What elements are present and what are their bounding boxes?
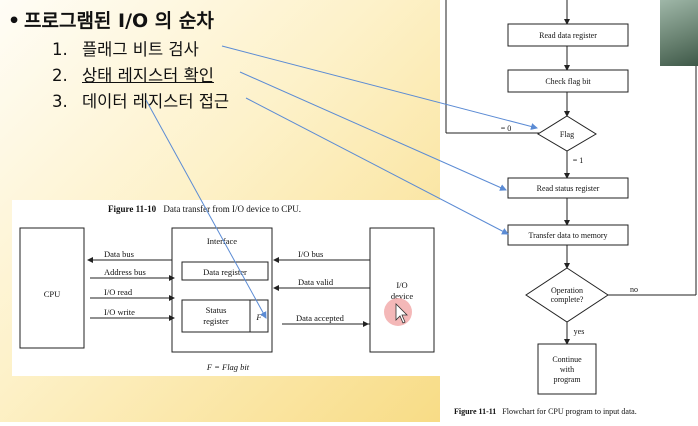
signal-address-bus: Address bus [104,267,146,277]
flowchart-svg: Read data register Check flag bit Flag =… [445,0,697,416]
list-item-number: 3. [52,92,68,111]
flag-label: Flag [560,130,574,139]
check-flag-label: Check flag bit [545,77,591,86]
yes-label: yes [574,327,585,336]
list-item-text: 데이터 레지스터 접근 [82,92,230,111]
list-item-number: 1. [52,40,68,59]
fig10-caption: Figure 11-10 Data transfer from I/O devi… [108,204,301,214]
fig10-caption-text: Data transfer from I/O device to CPU. [163,204,301,214]
continue-box [537,343,597,395]
io-device-box [369,227,435,353]
signal-data-valid: Data valid [298,277,334,287]
presenter-video-thumbnail [660,0,698,66]
flag-decision [537,115,597,152]
signal-data-accepted: Data accepted [296,313,345,323]
interface-title: Interface [207,236,237,246]
mouse-cursor-icon [395,303,408,324]
list-item-text: 플래그 비트 검사 [82,40,199,59]
list-item-number: 2. [52,66,68,85]
io-device-line2: device [391,291,413,301]
op-line1: Operation [551,286,583,295]
signal-io-bus: I/O bus [298,249,323,259]
fig11-caption: Figure 11-11 Flowchart for CPU program t… [454,407,637,416]
fig11-caption-text: Flowchart for CPU program to input data. [502,407,636,416]
list-item: 2. 상태 레지스터 확인 [52,62,214,86]
io-device-line1: I/O [396,280,407,290]
op-line2: complete? [551,295,584,304]
fig10-caption-label: Figure 11-10 [108,204,157,214]
bullet-dot: • [8,10,21,32]
no-label: no [630,285,638,294]
read-data-register-box [507,23,629,47]
slide-text-area: •프로그램된 I/O 의 순차 1. 플래그 비트 검사 2. 상태 레지스터 확인… [0,0,440,200]
operation-decision [525,267,609,323]
block-diagram-figure: Figure 11-10 Data transfer from I/O devi… [12,200,440,376]
slide-title-text: 프로그램된 I/O 의 순차 [24,10,214,32]
signal-io-read: I/O read [104,287,133,297]
status-register-line1: Status [206,305,227,315]
cont-line1: Continue [552,355,582,364]
cont-line3: program [553,375,581,384]
read-data-label: Read data register [539,31,597,40]
list-item-text: 상태 레지스터 확인 [82,66,214,85]
fig11-caption-label: Figure 11-11 [454,407,496,416]
slide-title: •프로그램된 I/O 의 순차 [8,6,214,33]
cont-line2: with [560,365,574,374]
cpu-label: CPU [44,289,61,299]
list-item: 3. 데이터 레지스터 접근 [52,88,229,112]
interface-box [171,227,273,353]
cpu-box [19,227,85,349]
list-item: 1. 플래그 비트 검사 [52,36,199,60]
block-diagram-svg: Figure 11-10 Data transfer from I/O devi… [19,204,435,372]
flag-eq1: = 1 [573,156,584,165]
read-status-label: Read status register [537,184,600,193]
flag-eq0: = 0 [501,124,512,133]
signal-io-write: I/O write [104,307,135,317]
transfer-data-box [507,224,629,246]
flag-legend: F = Flag bit [206,362,250,372]
data-register-label: Data register [203,267,247,277]
flag-bit-label: F [255,312,262,322]
status-register-line2: register [203,316,229,326]
transfer-label: Transfer data to memory [528,231,607,240]
signal-data-bus: Data bus [104,249,134,259]
